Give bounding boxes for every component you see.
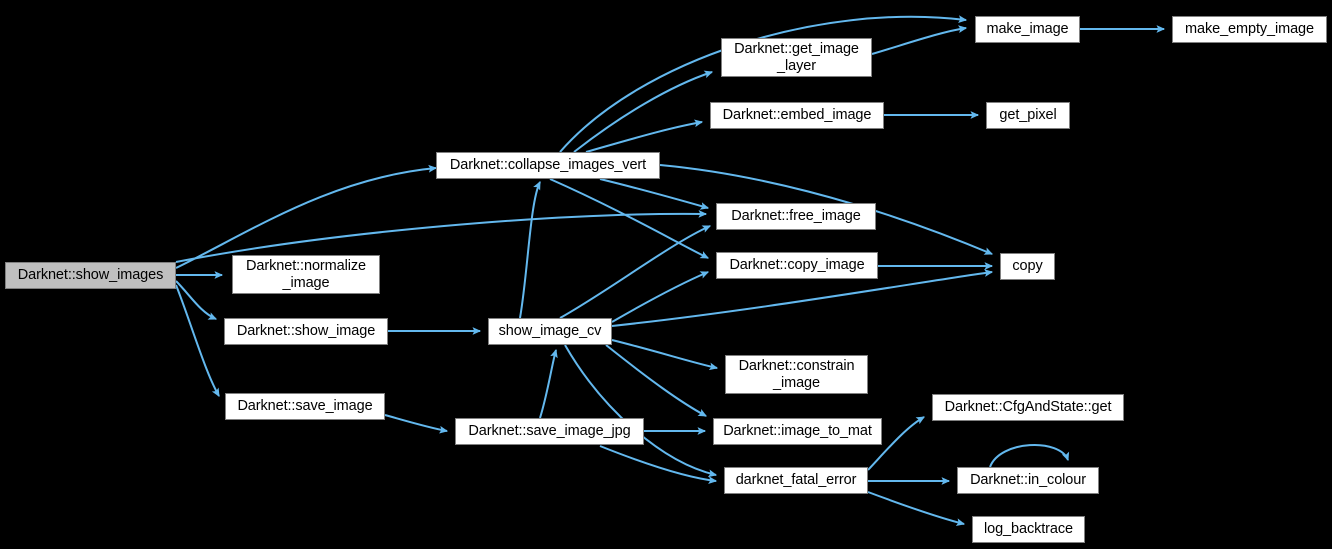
graph-node-show_image_cv[interactable]: show_image_cv — [488, 318, 612, 345]
graph-node-embed_image[interactable]: Darknet::embed_image — [710, 102, 884, 129]
graph-edge-get_image_layer-to-make_image — [871, 25, 968, 55]
graph-edge-show_images-to-save_image — [175, 284, 220, 397]
graph-edge-show_image_cv-to-collapse_images_vert — [519, 181, 541, 319]
graph-edge-show_image_cv-to-constrain_image — [611, 339, 719, 371]
graph-edge-show_image_cv-to-image_to_mat — [605, 344, 707, 417]
graph-node-save_image[interactable]: Darknet::save_image — [225, 393, 385, 420]
graph-edge-show_image_cv-to-darknet_fatal_error — [564, 344, 718, 478]
graph-edge-darknet_fatal_error-to-log_backtrace — [867, 491, 966, 526]
graph-node-darknet_fatal_error[interactable]: darknet_fatal_error — [724, 467, 868, 494]
graph-edge-in_colour-to-in_colour — [989, 443, 1070, 468]
graph-node-copy[interactable]: copy — [1000, 253, 1055, 280]
graph-edge-save_image_jpg-to-darknet_fatal_error — [599, 445, 718, 485]
graph-edge-show_image_cv-to-free_image — [559, 225, 712, 319]
graph-node-constrain_image[interactable]: Darknet::constrain _image — [725, 355, 868, 394]
graph-node-get_image_layer[interactable]: Darknet::get_image _layer — [721, 38, 872, 77]
graph-node-cfg_and_state_get[interactable]: Darknet::CfgAndState::get — [932, 394, 1124, 421]
graph-edge-collapse_images_vert-to-embed_image — [585, 119, 704, 153]
graph-edge-show_images-to-show_image — [175, 280, 218, 320]
graph-node-make_empty_image[interactable]: make_empty_image — [1172, 16, 1327, 43]
graph-node-copy_image[interactable]: Darknet::copy_image — [716, 252, 878, 279]
graph-node-show_image[interactable]: Darknet::show_image — [224, 318, 388, 345]
graph-node-get_pixel[interactable]: get_pixel — [986, 102, 1070, 129]
graph-node-save_image_jpg[interactable]: Darknet::save_image_jpg — [455, 418, 644, 445]
graph-node-in_colour[interactable]: Darknet::in_colour — [957, 467, 1099, 494]
graph-edge-collapse_images_vert-to-copy_image — [549, 178, 709, 259]
graph-node-make_image[interactable]: make_image — [975, 16, 1080, 43]
graph-edge-collapse_images_vert-to-free_image — [599, 178, 710, 210]
graph-edge-save_image-to-save_image_jpg — [384, 414, 449, 434]
graph-node-show_images[interactable]: Darknet::show_images — [5, 262, 176, 289]
graph-edge-save_image_jpg-to-show_image_cv — [539, 348, 558, 419]
graph-node-normalize_image[interactable]: Darknet::normalize _image — [232, 255, 380, 294]
graph-edge-show_image_cv-to-copy — [611, 269, 994, 327]
graph-node-free_image[interactable]: Darknet::free_image — [716, 203, 876, 230]
graph-node-image_to_mat[interactable]: Darknet::image_to_mat — [713, 418, 882, 445]
graph-node-log_backtrace[interactable]: log_backtrace — [972, 516, 1085, 543]
graph-edge-collapse_images_vert-to-get_image_layer — [573, 70, 714, 153]
graph-edge-show_images-to-collapse_images_vert — [175, 164, 438, 269]
graph-edge-show_image_cv-to-copy_image — [611, 271, 710, 323]
graph-node-collapse_images_vert[interactable]: Darknet::collapse_images_vert — [436, 152, 660, 179]
